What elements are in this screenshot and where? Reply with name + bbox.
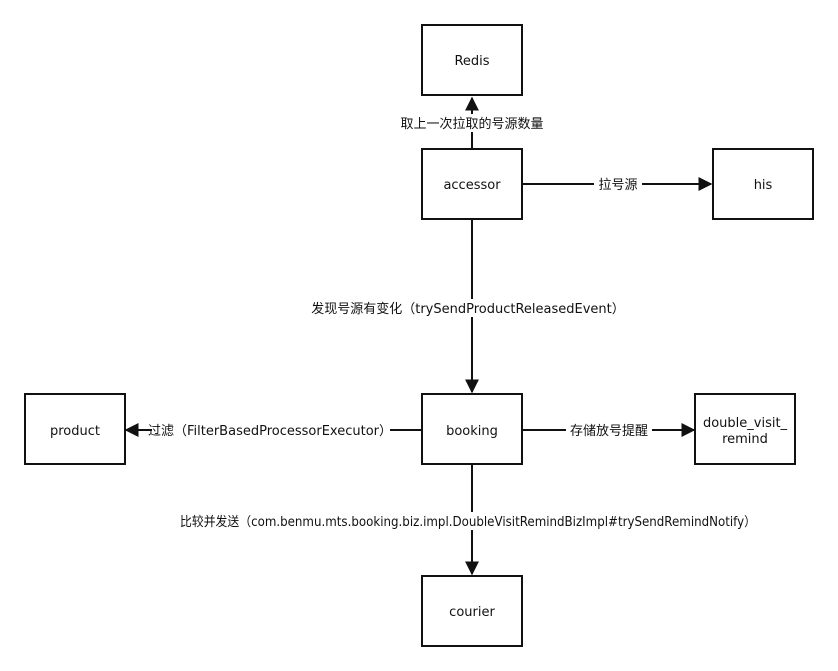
- node-booking: booking: [421, 393, 523, 465]
- node-label-booking: booking: [446, 424, 498, 439]
- node-his: his: [712, 148, 814, 220]
- edge-label-booking-to-courier: 比较并发送（com.benmu.mts.booking.biz.impl.Dou…: [180, 514, 756, 530]
- edge-label-accessor-to-booking: 发现号源有变化（trySendProductReleasedEvent）: [311, 301, 625, 317]
- edge-booking-to-product: 过滤（FilterBasedProcessorExecutor）: [124, 421, 422, 439]
- edge-accessor-to-booking: 发现号源有变化（trySendProductReleasedEvent）: [311, 220, 628, 394]
- edge-label-accessor-to-his: 拉号源: [598, 178, 637, 193]
- node-label-double-visit-remind-line1: double_visit_: [703, 416, 788, 431]
- edge-accessor-to-his: 拉号源: [522, 176, 713, 194]
- edge-booking-to-double-visit-remind: 存储放号提醒: [522, 421, 696, 439]
- node-label-accessor: accessor: [443, 178, 501, 193]
- node-label-courier: courier: [449, 605, 495, 620]
- edge-booking-to-courier: 比较并发送（com.benmu.mts.booking.biz.impl.Dou…: [178, 465, 758, 576]
- node-label-double-visit-remind-line2: remind: [722, 432, 768, 447]
- node-accessor: accessor: [421, 148, 523, 220]
- edge-accessor-to-redis: 取上一次拉取的号源数量: [396, 96, 548, 148]
- node-double-visit-remind: double_visit_ remind: [694, 393, 796, 465]
- node-label-product: product: [50, 424, 100, 439]
- node-label-his: his: [754, 178, 773, 193]
- edge-label-booking-to-double-visit-remind: 存储放号提醒: [570, 423, 648, 439]
- node-label-redis: Redis: [454, 54, 489, 69]
- node-product: product: [24, 393, 126, 465]
- edge-label-accessor-to-redis: 取上一次拉取的号源数量: [400, 116, 543, 132]
- node-redis: Redis: [421, 24, 523, 96]
- edge-label-booking-to-product: 过滤（FilterBasedProcessorExecutor）: [148, 424, 392, 439]
- node-courier: courier: [421, 575, 523, 647]
